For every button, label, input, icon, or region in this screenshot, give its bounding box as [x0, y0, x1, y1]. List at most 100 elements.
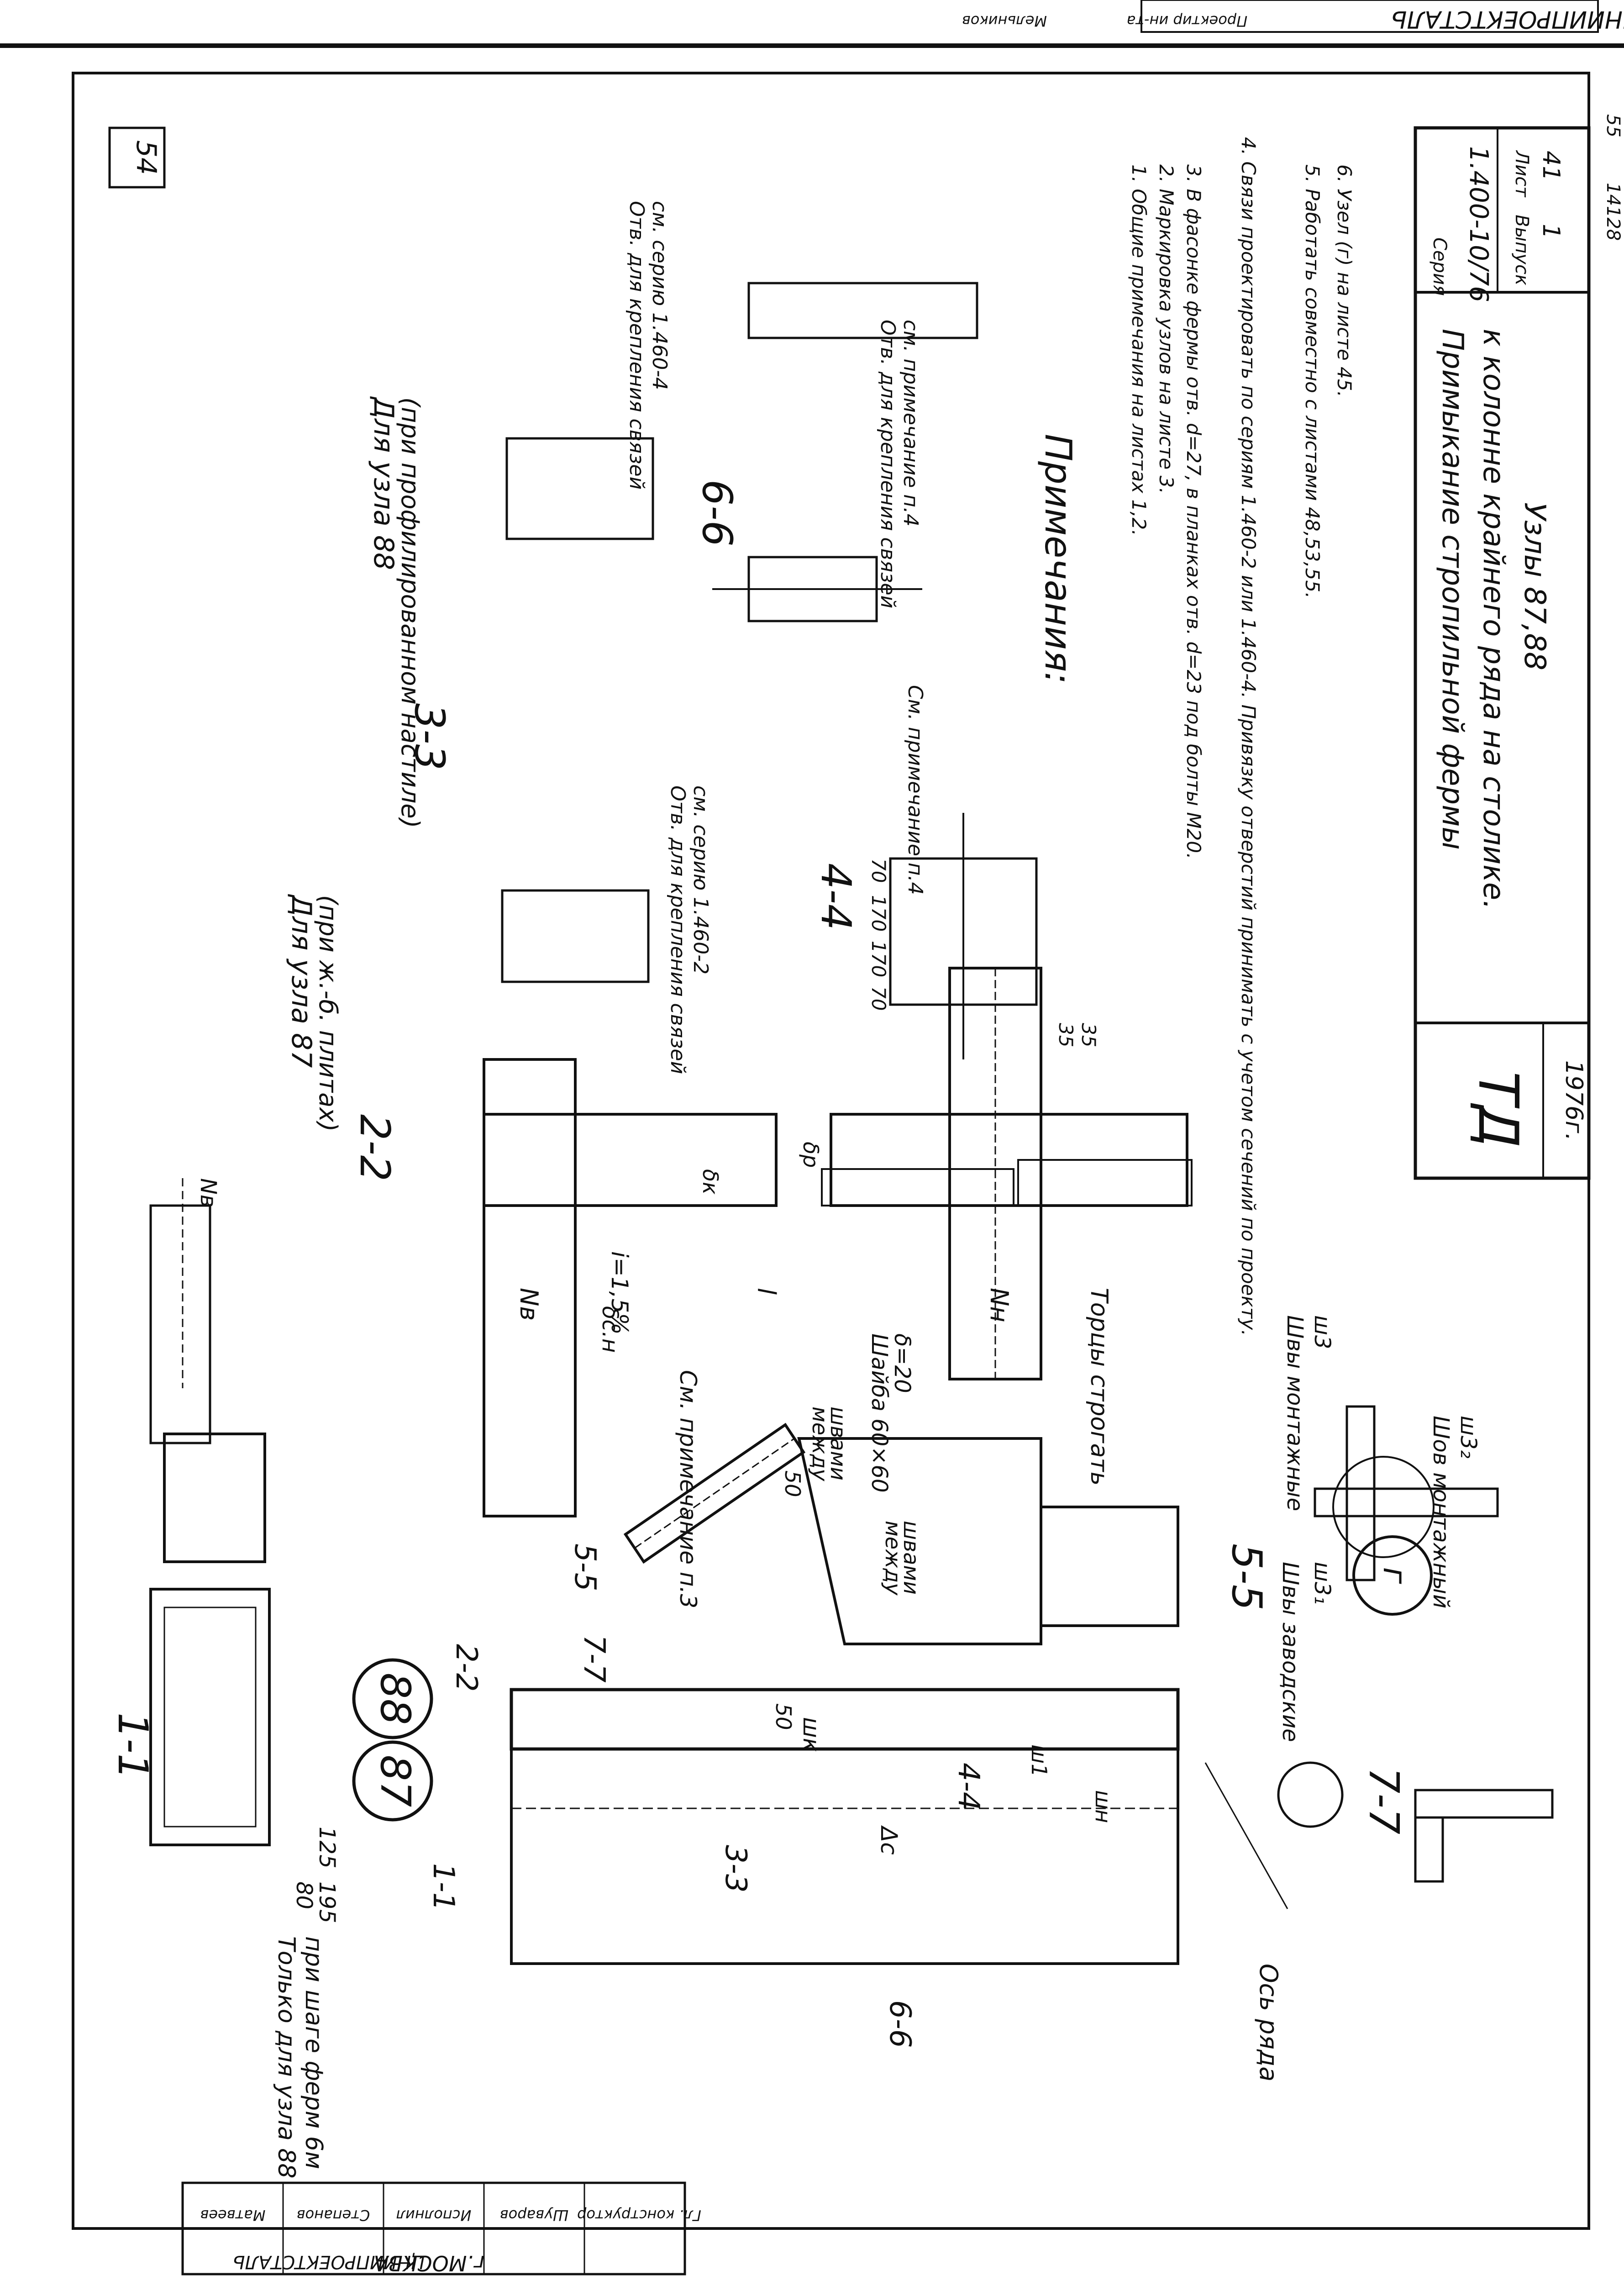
section-6-6: 6-6 [693, 282, 978, 622]
stamp-org: ЦНИИПРОЕКТСТАЛЬ [1391, 5, 1624, 33]
section-4-4-label: 4-4 [812, 863, 860, 930]
section-2-2: 2-2 δс.н δк δр Шайба 60×60 δ=20 [351, 1113, 1193, 1493]
svg-text:35: 35 [1055, 1023, 1077, 1047]
svg-text:Серия: Серия [1429, 237, 1450, 296]
svg-text:δс.н: δс.н [597, 1306, 623, 1353]
node-88-label: 88 [371, 1673, 419, 1725]
row-axis-label: Ось ряда [1254, 1964, 1283, 2081]
note-1: 1. Общие примечания на листах 1,2. [1128, 164, 1150, 536]
svg-text:между: между [808, 1407, 832, 1481]
svg-text:Nв: Nв [195, 1178, 221, 1207]
tb-sheet: 41 [1537, 151, 1565, 181]
svg-text:Отв. для крепления связей: Отв. для крепления связей [666, 785, 689, 1074]
see-note3: См. примечание п.3 [675, 1370, 701, 1608]
svg-text:6-6: 6-6 [883, 2000, 917, 2048]
face-planed: Торцы строгать [1085, 1288, 1113, 1486]
see-note4: См. примечание п.4 [904, 685, 927, 895]
svg-text:δк: δк [698, 1169, 723, 1195]
signature-block: г.МОСКВА ЦНИИПРОЕКТСТАЛЬ Гл. конструктор… [181, 2181, 701, 2276]
stamp-role: Проектир ин-та [1127, 12, 1247, 30]
top-plate [163, 1433, 266, 1563]
svg-text:Швы заводские: Швы заводские [1277, 1562, 1303, 1742]
section-3-3-label: 3-3 [405, 703, 453, 770]
main-elevation: Ось ряда i=1,5% См. примечание п.3 Торцы… [426, 967, 1288, 2081]
note-6: 6. Узел (г) на листе 45. [1333, 164, 1356, 397]
svg-text:80: 80 [291, 1881, 317, 1909]
svg-text:см. серию 1.460-4: см. серию 1.460-4 [648, 201, 671, 390]
svg-text:(при профилированном настиле): (при профилированном настиле) [396, 397, 425, 828]
svg-text:δр: δр [799, 1142, 823, 1168]
section-1-1: 1-1 Nв 80 195 125 Только для узла 88 при… [109, 1178, 340, 2178]
svg-text:54: 54 [130, 140, 162, 175]
tb-code: ТД [1466, 1071, 1529, 1148]
top-stamp: ЦНИИПРОЕКТСТАЛЬ Проектир ин-та Мельников [962, 0, 1624, 33]
svg-text:1-1: 1-1 [426, 1863, 460, 1911]
svg-text:Nн: Nн [985, 1288, 1014, 1322]
note-5: 5. Работать совместно с листами 48,53,55… [1301, 164, 1324, 599]
node88-plate [505, 437, 654, 540]
tb-title-2: к колонне крайнего ряда на столике. [1477, 329, 1510, 910]
svg-text:Гл. конструктор: Гл. конструктор [577, 2207, 701, 2224]
notes-title: Примечания: [1037, 434, 1079, 684]
tb-footer-page: 55 [1603, 114, 1624, 137]
washer-caption: Шайба 60×60 [867, 1333, 892, 1493]
svg-text:ш3₁: ш3₁ [1309, 1562, 1335, 1605]
svg-text:Лист: Лист [1511, 150, 1532, 198]
tb-title-3: Узлы 87,88 [1518, 502, 1551, 670]
svg-text:Шов монтажный: Шов монтажный [1428, 1416, 1454, 1608]
tb-year: 1976г. [1560, 1060, 1587, 1141]
svg-text:Выпуск: Выпуск [1511, 215, 1532, 285]
svg-text:г: г [1376, 1567, 1414, 1585]
svg-text:шк: шк [798, 1717, 825, 1752]
node-87-circle [352, 1740, 433, 1822]
section-5-5-label: 5-5 [1223, 1543, 1271, 1611]
title-block: ТД 1976г. Примыкание стропильной фермы к… [1414, 114, 1624, 1180]
tb-series: 1.400-10/76 [1464, 146, 1493, 302]
svg-text:35: 35 [1077, 1023, 1100, 1047]
column-web [510, 1748, 1179, 1965]
svg-text:Матвеев: Матвеев [200, 2207, 266, 2224]
svg-text:ш3: ш3 [1309, 1315, 1335, 1349]
svg-text:Отв. для крепления связей: Отв. для крепления связей [876, 320, 899, 608]
svg-text:(при ж.-б. плитах): (при ж.-б. плитах) [314, 895, 342, 1132]
support-table [1040, 1506, 1179, 1627]
svg-text:170: 170 [867, 895, 890, 932]
note-3: 3. В фасонке фермы отв. d=27, в планках … [1183, 164, 1205, 859]
node-88-circle [352, 1658, 433, 1739]
svg-text:см. серию 1.460-2: см. серию 1.460-2 [689, 785, 712, 975]
node-markers: 87 88 [352, 1658, 433, 1822]
svg-text:2-2: 2-2 [449, 1644, 483, 1692]
svg-text:Nв: Nв [515, 1288, 543, 1321]
svg-text:70: 70 [867, 986, 890, 1011]
svg-text:l: l [752, 1288, 781, 1295]
truss-top-chord [483, 1058, 577, 1517]
svg-text:Исполнил: Исполнил [396, 2207, 472, 2224]
svg-text:170: 170 [867, 941, 890, 977]
gusset-plate [797, 1437, 1042, 1645]
truss-diagonal [623, 1422, 806, 1564]
svg-text:между: между [881, 1521, 905, 1596]
top-chord [149, 1204, 211, 1444]
node87-plate [501, 889, 650, 983]
section-7-7: 7-7 [1277, 1761, 1554, 1883]
section-1-1-label: 1-1 [109, 1712, 157, 1780]
section-2-2-label: 2-2 [351, 1114, 399, 1181]
svg-text:шн: шн [1091, 1790, 1115, 1823]
svg-text:см. примечание п.4: см. примечание п.4 [899, 320, 922, 527]
svg-text:4-4: 4-4 [951, 1763, 985, 1811]
svg-text:50: 50 [771, 1703, 796, 1730]
tb-title-1: Примыкание стропильной фермы [1435, 329, 1469, 850]
section-4-4: 4-4 70 170 170 70 35 35 См. примечание п… [812, 685, 1100, 1059]
sheet-number: 54 [108, 126, 166, 189]
node-87-label: 87 [371, 1755, 419, 1807]
svg-text:5-5: 5-5 [568, 1543, 602, 1591]
sig-org: ЦНИИПРОЕКТСТАЛЬ [232, 2251, 425, 2272]
sig-city: г.МОСКВА [374, 2251, 485, 2276]
column-plate [149, 1588, 271, 1846]
svg-text:i=1,5%: i=1,5% [606, 1251, 633, 1335]
svg-text:ш1: ш1 [1027, 1744, 1051, 1777]
node-87-caption: Для узла 87 (при ж.-б. плитах) Отв. для … [285, 785, 712, 1132]
svg-text:δ=20: δ=20 [889, 1333, 915, 1393]
svg-text:7-7: 7-7 [577, 1635, 611, 1683]
axis-leader [1204, 1762, 1288, 1909]
